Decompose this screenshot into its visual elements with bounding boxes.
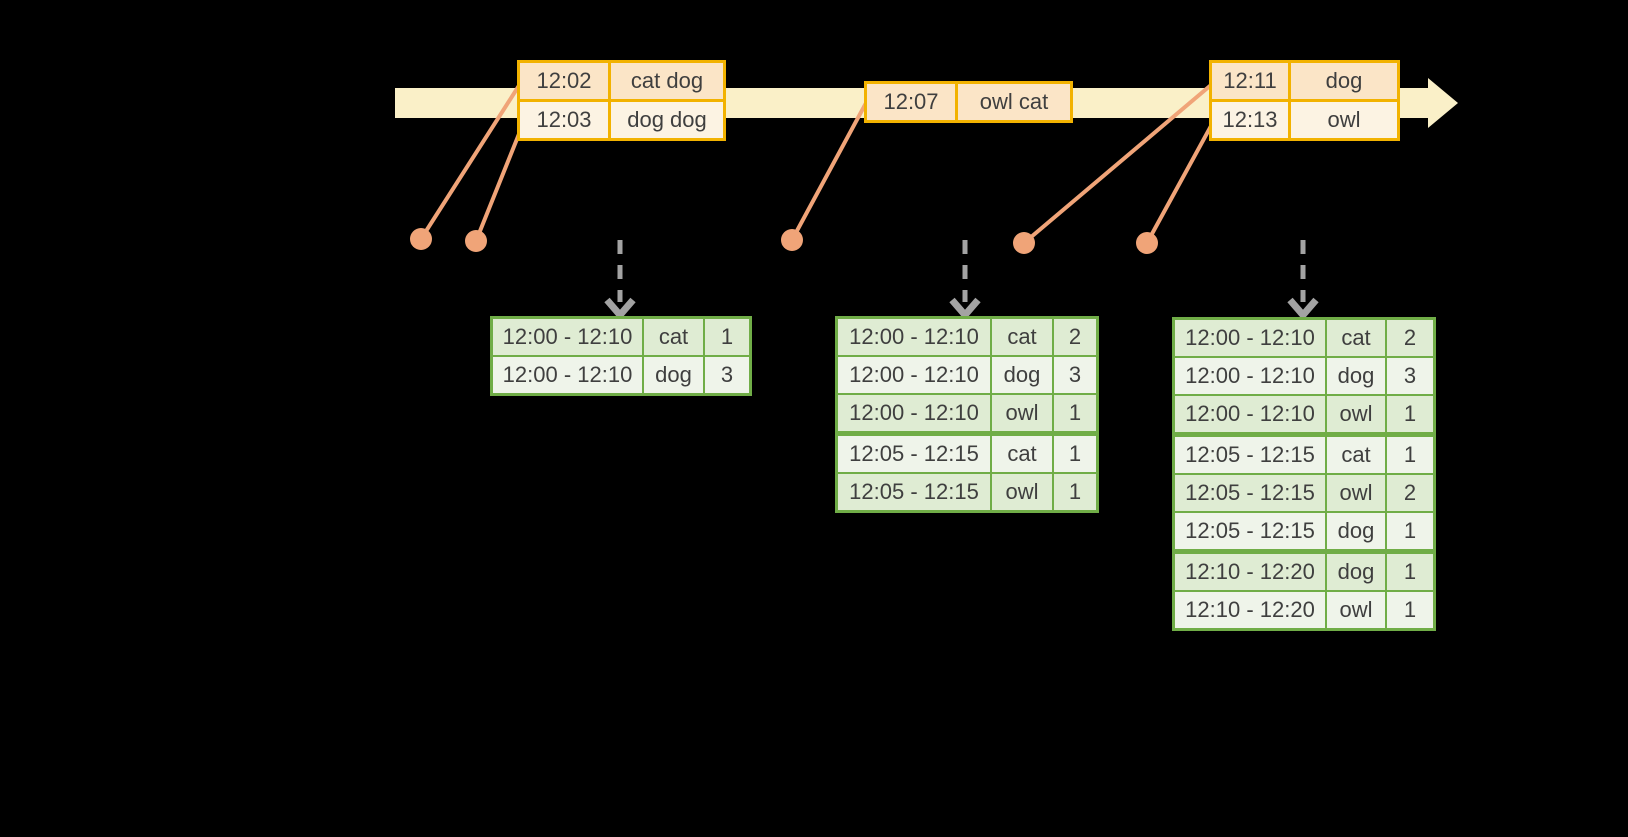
count-cell: 1 <box>1387 513 1433 549</box>
event-data-cell: dog <box>1291 63 1397 99</box>
event-connector-lines <box>419 82 1213 245</box>
event-time-cell: 12:11 <box>1212 63 1288 99</box>
count-cell: 1 <box>1387 592 1433 628</box>
count-cell: 2 <box>1387 475 1433 511</box>
window-cell: 12:05 - 12:15 <box>1175 513 1325 549</box>
word-cell: dog <box>992 357 1052 393</box>
event-time-dot <box>465 230 487 252</box>
event-data-cell: cat dog <box>611 63 723 99</box>
word-cell: dog <box>1327 513 1385 549</box>
count-cell: 3 <box>1054 357 1096 393</box>
event-data-cell: dog dog <box>611 102 723 138</box>
word-cell: owl <box>1327 592 1385 628</box>
window-cell: 12:00 - 12:10 <box>1175 320 1325 356</box>
window-cell: 12:00 - 12:10 <box>838 395 990 431</box>
window-cell: 12:10 - 12:20 <box>1175 592 1325 628</box>
word-cell: owl <box>1327 396 1385 432</box>
window-cell: 12:05 - 12:15 <box>1175 437 1325 473</box>
word-cell: cat <box>1327 320 1385 356</box>
count-cell: 3 <box>1387 358 1433 394</box>
count-cell: 1 <box>1054 395 1096 431</box>
word-cell: owl <box>1327 475 1385 511</box>
trigger-arrowhead <box>1287 297 1319 321</box>
count-cell: 1 <box>1054 474 1096 510</box>
event-time-dot <box>1013 232 1035 254</box>
count-cell: 3 <box>705 357 749 393</box>
word-cell: owl <box>992 395 1052 431</box>
word-cell: dog <box>1327 554 1385 590</box>
word-cell: dog <box>1327 358 1385 394</box>
trigger-arrowhead <box>604 297 636 321</box>
event-time-cell: 12:03 <box>520 102 608 138</box>
trigger-arrows <box>604 240 1319 321</box>
count-cell: 2 <box>1054 319 1096 355</box>
word-cell: cat <box>992 319 1052 355</box>
word-cell: dog <box>644 357 703 393</box>
word-cell: cat <box>644 319 703 355</box>
event-connector-line <box>474 122 525 243</box>
count-cell: 1 <box>1387 437 1433 473</box>
window-cell: 12:05 - 12:15 <box>1175 475 1325 511</box>
window-cell: 12:00 - 12:10 <box>838 319 990 355</box>
trigger-arrowhead <box>949 297 981 321</box>
event-time-cell: 12:02 <box>520 63 608 99</box>
window-cell: 12:00 - 12:10 <box>1175 358 1325 394</box>
window-cell: 12:05 - 12:15 <box>838 474 990 510</box>
event-time-dot <box>410 228 432 250</box>
count-cell: 1 <box>1054 436 1096 472</box>
event-time-cell: 12:13 <box>1212 102 1288 138</box>
count-cell: 2 <box>1387 320 1433 356</box>
event-connector-line <box>1022 83 1213 245</box>
window-cell: 12:10 - 12:20 <box>1175 554 1325 590</box>
word-cell: cat <box>992 436 1052 472</box>
timeline-arrowhead <box>1428 78 1458 128</box>
event-connector-line <box>419 82 522 241</box>
window-cell: 12:00 - 12:10 <box>493 319 642 355</box>
event-connector-line <box>790 101 868 242</box>
count-cell: 1 <box>1387 554 1433 590</box>
window-cell: 12:00 - 12:10 <box>1175 396 1325 432</box>
event-data-cell: owl <box>1291 102 1397 138</box>
event-time-cell: 12:07 <box>867 84 955 120</box>
count-cell: 1 <box>1387 396 1433 432</box>
event-time-dots <box>410 228 1158 254</box>
event-data-cell: owl cat <box>958 84 1070 120</box>
window-cell: 12:00 - 12:10 <box>493 357 642 393</box>
event-time-dot <box>1136 232 1158 254</box>
word-cell: cat <box>1327 437 1385 473</box>
count-cell: 1 <box>705 319 749 355</box>
event-time-dot <box>781 229 803 251</box>
word-cell: owl <box>992 474 1052 510</box>
event-connector-line <box>1145 124 1213 245</box>
window-cell: 12:05 - 12:15 <box>838 436 990 472</box>
window-cell: 12:00 - 12:10 <box>838 357 990 393</box>
